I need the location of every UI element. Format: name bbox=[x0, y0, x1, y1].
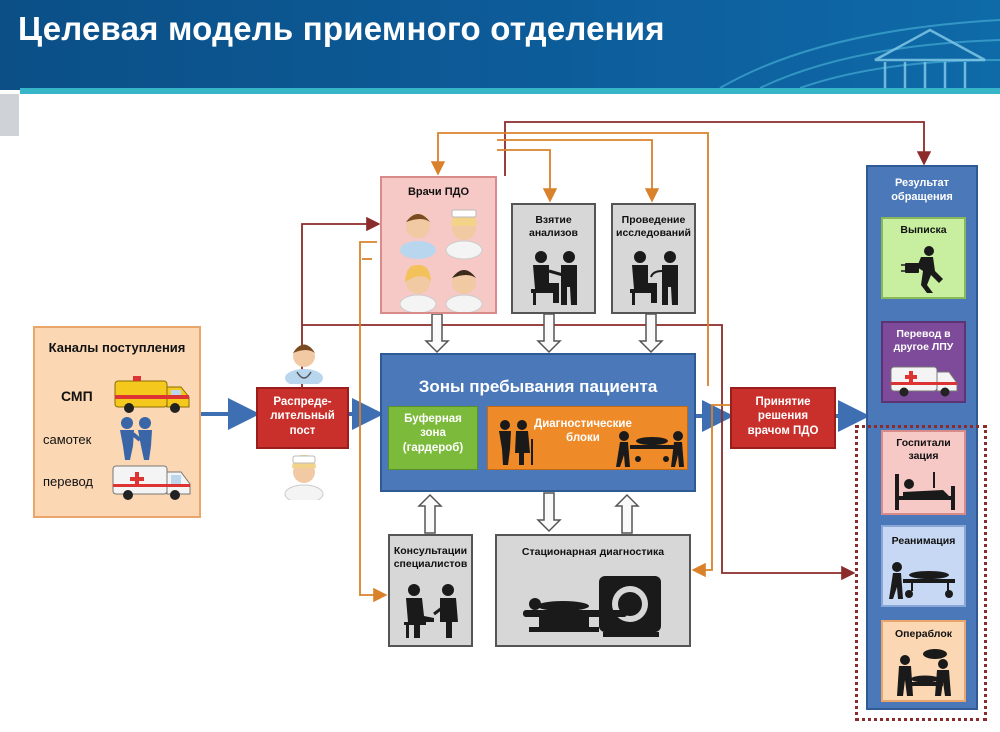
diagnostic-blocks-box: Диагностические блоки bbox=[487, 406, 688, 470]
specialist-consultations-box: Консультации специалистов bbox=[388, 534, 473, 647]
buffer-zone-box: Буферная зона (гардероб) bbox=[388, 406, 478, 470]
result-reanimation-box: Реанимация bbox=[881, 525, 966, 607]
walking-people-icon bbox=[120, 417, 152, 460]
result-transfer-box: Перевод в другое ЛПУ bbox=[881, 321, 966, 403]
hospital-bed-icon bbox=[895, 472, 955, 510]
examination-icon bbox=[630, 251, 678, 305]
doctors-group-icon bbox=[399, 209, 483, 312]
running-person-icon bbox=[901, 246, 943, 293]
research-title: Проведение исследований bbox=[616, 214, 691, 240]
operating-room-icon bbox=[897, 649, 951, 696]
distribution-post-box: Распреде- лительный пост bbox=[256, 387, 349, 449]
stretcher-transport-icon bbox=[889, 562, 955, 599]
result-hospitalization-box: Госпитали зация bbox=[881, 430, 966, 515]
ambulance-white-icon bbox=[112, 465, 191, 500]
result-reanimation-label: Реанимация bbox=[891, 535, 956, 547]
result-discharge-box: Выписка bbox=[881, 217, 966, 299]
result-discharge-label: Выписка bbox=[900, 224, 947, 236]
stationary-diagnostics-box: Стационарная диагностика bbox=[495, 534, 691, 647]
blood-test-icon bbox=[531, 251, 577, 305]
result-surgery-label: Операблок bbox=[894, 628, 953, 640]
stretcher-icon bbox=[616, 431, 684, 467]
nurse-icon bbox=[284, 454, 324, 500]
result-hospitalization-label: Госпитали зация bbox=[896, 437, 951, 463]
elderly-couple-icon bbox=[499, 420, 533, 465]
admission-channels-box: Каналы поступления СМП самотек перевод bbox=[33, 326, 201, 518]
page-title: Целевая модель приемного отделения bbox=[18, 10, 665, 47]
channel-label-smp: СМП bbox=[61, 388, 93, 404]
pdo-decision-box: Принятие решения врачом ПДО bbox=[730, 387, 836, 449]
diagnostic-blocks-label: Диагностические блоки bbox=[534, 418, 632, 445]
decision-label: Принятие решения врачом ПДО bbox=[747, 396, 819, 437]
research-box: Проведение исследований bbox=[611, 203, 696, 314]
result-transfer-label: Перевод в другое ЛПУ bbox=[893, 328, 954, 354]
header-banner: Целевая модель приемного отделения bbox=[0, 0, 1000, 90]
consultation-icon bbox=[404, 584, 458, 638]
channel-label-transfer: перевод bbox=[43, 474, 94, 489]
ambulance-transfer-icon bbox=[890, 366, 958, 397]
ambulance-yellow-icon bbox=[114, 376, 190, 413]
zones-title: Зоны пребывания пациента bbox=[418, 377, 658, 396]
side-tab bbox=[0, 94, 19, 136]
analyses-title: Взятие анализов bbox=[529, 214, 578, 240]
channel-label-self: самотек bbox=[43, 432, 92, 447]
result-surgery-box: Операблок bbox=[881, 620, 966, 702]
ct-scanner-icon bbox=[523, 576, 661, 637]
consultations-title: Консультации специалистов bbox=[393, 545, 468, 571]
stationary-title: Стационарная диагностика bbox=[521, 546, 665, 558]
header-accent-line bbox=[20, 88, 1000, 94]
channels-title: Каналы поступления bbox=[48, 340, 186, 355]
pdo-doctors-box: Врачи ПДО bbox=[380, 176, 497, 314]
result-title: Результат обращения bbox=[891, 177, 953, 203]
buffer-zone-label: Буферная зона (гардероб) bbox=[402, 413, 464, 454]
analyses-box: Взятие анализов bbox=[511, 203, 596, 314]
building-emblem-icon bbox=[719, 19, 1000, 89]
inpatient-outcomes-group bbox=[855, 425, 987, 721]
distribution-post-label: Распреде- лительный пост bbox=[270, 396, 335, 437]
nurse-doctor-icon bbox=[285, 344, 323, 384]
doctors-title: Врачи ПДО bbox=[407, 186, 469, 198]
